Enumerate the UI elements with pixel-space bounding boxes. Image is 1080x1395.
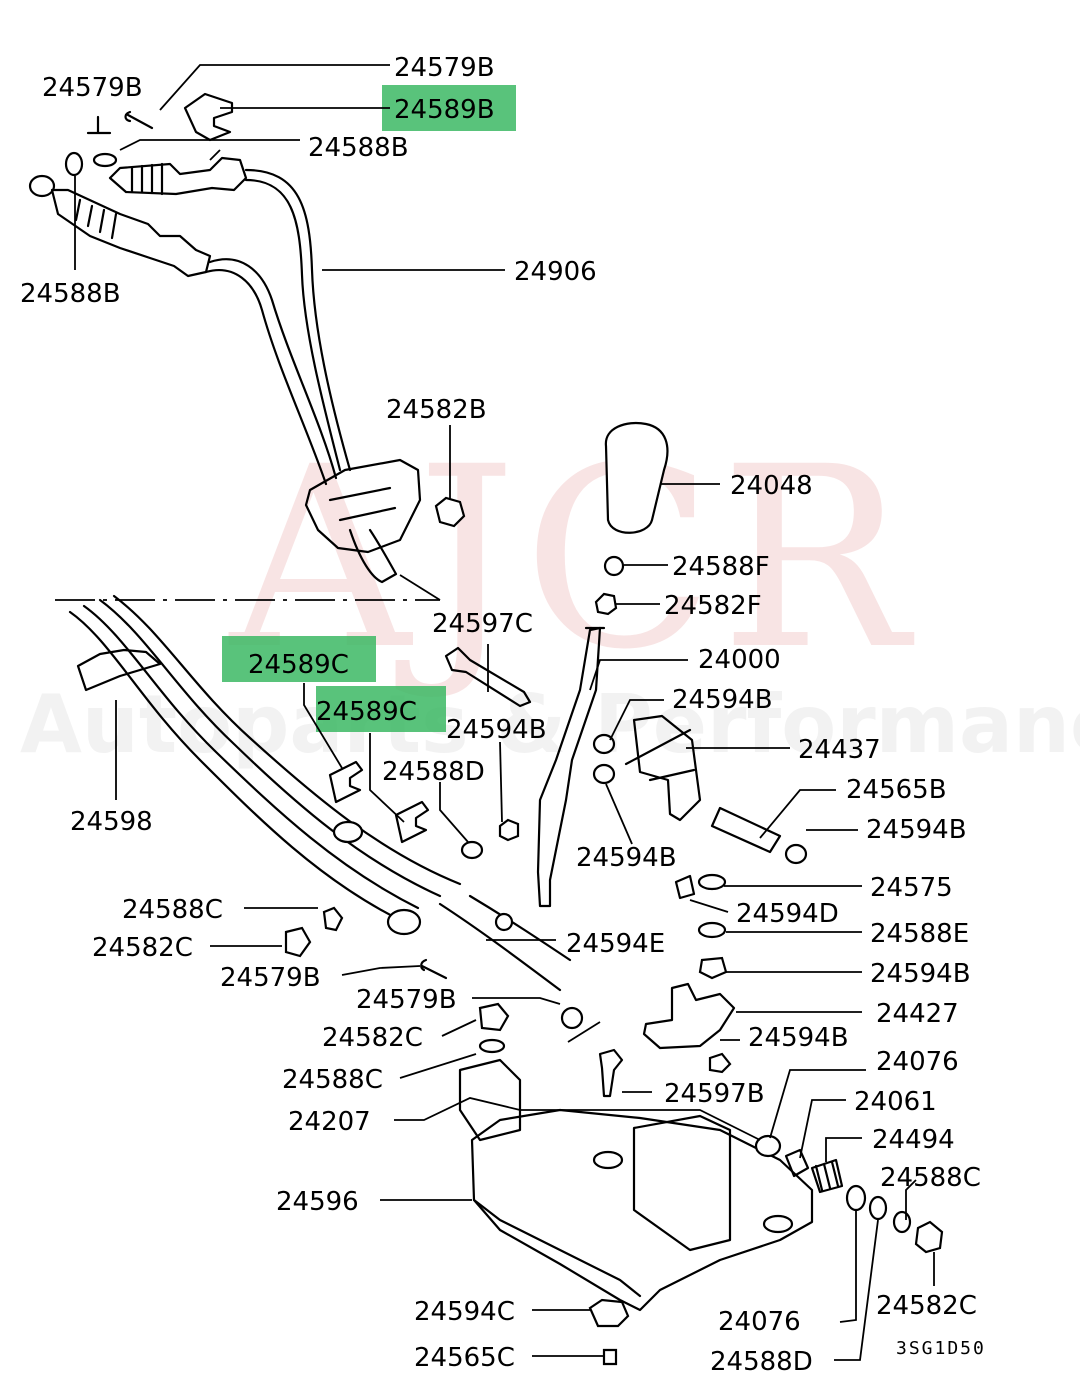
cable-end-lower-drawing bbox=[50, 188, 212, 278]
label-l34: 24594B bbox=[748, 1023, 849, 1053]
label-l42: 24596 bbox=[276, 1187, 359, 1217]
label-l23: 24575 bbox=[870, 873, 953, 903]
label-l07: 24582B bbox=[386, 395, 487, 425]
label-l24: 24588C bbox=[122, 895, 223, 925]
label-l18: 24588D bbox=[382, 757, 485, 787]
label-l22: 24594B bbox=[576, 843, 677, 873]
label-l40: 24494 bbox=[872, 1125, 955, 1155]
highlight-24589c-2 bbox=[316, 686, 446, 732]
label-l02: 24579B bbox=[394, 53, 495, 83]
cable-bracket-drawing bbox=[304, 458, 422, 554]
label-l20: 24598 bbox=[70, 807, 153, 837]
label-l26: 24582C bbox=[92, 933, 193, 963]
label-l14: 24589C bbox=[316, 697, 417, 727]
label-l11: 24597C bbox=[432, 609, 533, 639]
bracket-24437-drawing bbox=[632, 714, 702, 822]
label-l19: 24565B bbox=[846, 775, 947, 805]
label-l15: 24594B bbox=[672, 685, 773, 715]
nut-24582b-drawing bbox=[434, 496, 466, 528]
spring-24494-drawing bbox=[810, 1158, 844, 1194]
watermark-tagline: Autoparts & Performance bbox=[20, 678, 1080, 771]
cable-24598-drawing bbox=[68, 610, 402, 922]
label-l45: 24076 bbox=[718, 1307, 801, 1337]
label-l10: 24582F bbox=[664, 591, 762, 621]
label-l43: 24582C bbox=[876, 1291, 977, 1321]
label-l37: 24597B bbox=[664, 1079, 765, 1109]
label-l27: 24594E bbox=[566, 929, 665, 959]
cable-end-upper-drawing bbox=[108, 156, 248, 196]
label-l21: 24594B bbox=[866, 815, 967, 845]
label-l39: 24207 bbox=[288, 1107, 371, 1137]
label-l13: 24589C bbox=[248, 650, 349, 680]
label-l16: 24594B bbox=[446, 715, 547, 745]
part-drawings bbox=[28, 92, 944, 1366]
pin-24565b-drawing bbox=[710, 806, 782, 854]
label-l38: 24061 bbox=[854, 1087, 937, 1117]
label-l36: 24076 bbox=[876, 1047, 959, 1077]
label-l09: 24588F bbox=[672, 552, 770, 582]
label-l31: 24579B bbox=[356, 985, 457, 1015]
label-l12: 24000 bbox=[698, 645, 781, 675]
label-l28: 24588E bbox=[870, 919, 969, 949]
label-l25: 24594D bbox=[736, 899, 839, 929]
label-l35: 24588C bbox=[282, 1065, 383, 1095]
bracket-24427-drawing bbox=[642, 982, 736, 1050]
shift-knob-24048-drawing bbox=[604, 421, 669, 534]
label-l06: 24906 bbox=[514, 257, 597, 287]
cotter-pin-drawing-2 bbox=[124, 110, 154, 130]
highlight-24589b bbox=[382, 85, 516, 131]
label-l30: 24594B bbox=[870, 959, 971, 989]
clip-24589b-drawing bbox=[183, 92, 234, 142]
label-l01: 24579B bbox=[42, 73, 143, 103]
bolt-24597c-drawing bbox=[444, 646, 532, 708]
cotter-pin-drawing bbox=[86, 115, 112, 135]
highlight-24589c-1 bbox=[222, 636, 376, 682]
label-l32: 24427 bbox=[876, 999, 959, 1029]
label-l29: 24579B bbox=[220, 963, 321, 993]
label-l04: 24588B bbox=[308, 133, 409, 163]
clip-24589c-drawing-1 bbox=[328, 760, 364, 804]
label-l33: 24582C bbox=[322, 1023, 423, 1053]
bolt-24597b-drawing bbox=[598, 1048, 624, 1098]
part-labels: 24579B 24579B 24589B 24588B 24588B 24906… bbox=[20, 53, 981, 1377]
washer-drawing-2 bbox=[92, 152, 118, 168]
cable-24906-drawing bbox=[244, 168, 352, 472]
base-24596-drawing bbox=[470, 1108, 814, 1312]
label-l03: 24589B bbox=[394, 95, 495, 125]
label-l47: 24588D bbox=[710, 1347, 813, 1377]
leader-lines bbox=[74, 64, 935, 1361]
diagram-reference-code: 3SG1D50 bbox=[896, 1338, 986, 1359]
washer-drawing bbox=[64, 151, 84, 177]
label-l17: 24437 bbox=[798, 735, 881, 765]
shift-lever-24000-drawing bbox=[536, 626, 602, 908]
label-l46: 24565C bbox=[414, 1343, 515, 1373]
clip-24589c-drawing-2 bbox=[394, 800, 430, 844]
label-l05: 24588B bbox=[20, 279, 121, 309]
label-l41: 24588C bbox=[880, 1163, 981, 1193]
label-l44: 24594C bbox=[414, 1297, 515, 1327]
label-l08: 24048 bbox=[730, 471, 813, 501]
